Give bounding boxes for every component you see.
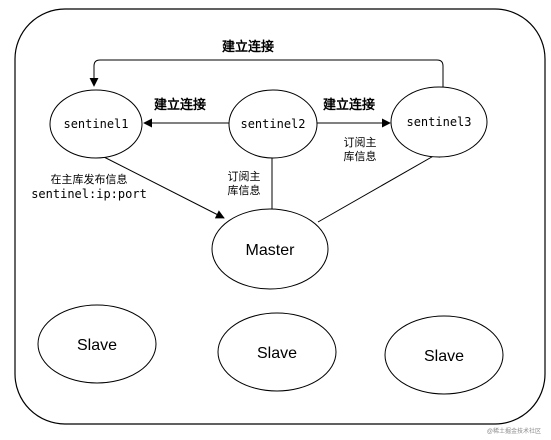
sentinel1-node: sentinel1 xyxy=(49,89,143,159)
slave-middle-label: Slave xyxy=(257,345,297,362)
publish-label-line2: sentinel:ip:port xyxy=(31,187,147,201)
subscribe-s2-label-line1: 订阅主 xyxy=(228,170,261,183)
sentinel3-node: sentinel3 xyxy=(390,86,488,158)
slave-right-node: Slave xyxy=(384,315,504,395)
watermark: @稀土掘金技术社区 xyxy=(487,427,541,435)
slave-left-label: Slave xyxy=(77,337,117,354)
outer-container xyxy=(14,8,546,425)
slave-left-node: Slave xyxy=(37,304,157,384)
s2-to-s1-label: 建立连接 xyxy=(154,97,206,112)
master-label: Master xyxy=(246,242,296,259)
top-connect-arrow xyxy=(89,59,444,88)
subscribe-s2-label-line2: 库信息 xyxy=(228,183,261,197)
top-connect-label: 建立连接 xyxy=(222,39,274,54)
publish-arrow xyxy=(99,154,225,219)
master-node: Master xyxy=(211,208,329,290)
publish-label-line1: 在主库发布信息 xyxy=(51,172,128,186)
s2-to-s3-label: 建立连接 xyxy=(323,97,375,112)
slave-middle-node: Slave xyxy=(217,312,337,392)
sentinel2-node: sentinel2 xyxy=(228,89,318,159)
sentinel3-label: sentinel3 xyxy=(406,115,471,129)
subscribe-s3-arrow xyxy=(317,149,445,223)
sentinel1-label: sentinel1 xyxy=(63,117,128,131)
subscribe-s3-label-line2: 库信息 xyxy=(344,149,377,163)
slave-right-label: Slave xyxy=(424,348,464,365)
subscribe-s3-label-line1: 订阅主 xyxy=(344,136,377,149)
sentinel2-label: sentinel2 xyxy=(240,117,305,131)
